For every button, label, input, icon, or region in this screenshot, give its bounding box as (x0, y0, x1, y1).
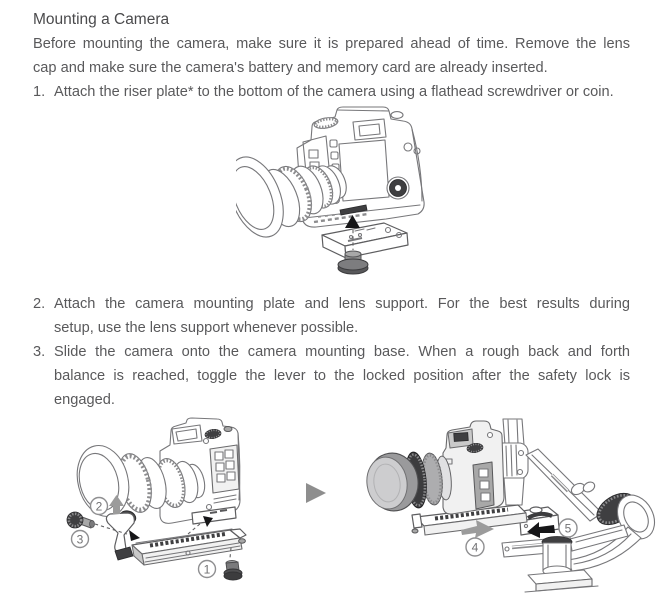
callout-3: 3 (70, 529, 90, 549)
slide-direction-arrow-icon (461, 520, 494, 538)
svg-text:5: 5 (565, 522, 572, 536)
thumb-screw (337, 250, 369, 275)
step-3-number: 3. (33, 344, 46, 360)
svg-text:3: 3 (77, 533, 84, 547)
riser-plate (321, 222, 409, 259)
step-3-text: Slide the camera onto the camera mountin… (54, 344, 630, 360)
knob-guide-dashes (94, 523, 128, 535)
figure-mounting-plate-lens-support: 2 3 1 (66, 417, 247, 581)
step-3: 3. Slide the camera onto the camera moun… (33, 340, 630, 412)
callout-2: 2 (89, 496, 109, 516)
up-arrow-icon (109, 495, 124, 514)
svg-text:4: 4 (472, 541, 479, 555)
gimbal-illustration (491, 418, 656, 593)
intro-paragraph: Before mounting the camera, make sure it… (33, 32, 630, 80)
camera-lens (366, 451, 452, 512)
camera-lens (76, 444, 206, 518)
step-1-number: 1. (33, 84, 46, 100)
camera-lens (236, 156, 347, 238)
steps-2-3: 2. Attach the camera mounting plate and … (33, 292, 630, 412)
step-2-text: Attach the camera mounting plate and len… (54, 296, 630, 312)
step-2: 2. Attach the camera mounting plate and … (33, 292, 630, 340)
step-3-text: balance is reached, toggle the lever to … (54, 368, 630, 384)
intro-line: cap and make sure the camera's battery a… (33, 60, 548, 76)
thumb-knob (66, 511, 95, 529)
lock-lever (526, 511, 553, 520)
step-3-text: engaged. (54, 392, 115, 408)
svg-text:2: 2 (96, 500, 103, 514)
intro-line: Before mounting the camera, make sure it… (33, 36, 630, 52)
camera-mounting-plate (411, 504, 528, 536)
callout-1: 1 (197, 559, 217, 579)
callout-5: 5 (558, 518, 578, 538)
step-2-number: 2. (33, 296, 46, 312)
plate-screw (223, 547, 243, 581)
page-title: Mounting a Camera (33, 11, 170, 28)
next-step-arrow-icon (306, 483, 326, 503)
figure-attach-riser-plate (236, 106, 425, 275)
callout-4: 4 (465, 537, 485, 557)
svg-text:1: 1 (204, 563, 211, 577)
slide-guide-arrow-icon (187, 516, 213, 535)
lens-support-bracket (105, 510, 137, 561)
step-2-text: setup, use the lens support whenever pos… (54, 320, 359, 336)
figure-slide-onto-gimbal: 4 5 (366, 418, 656, 593)
knob-arrow-icon (129, 530, 140, 541)
lock-position-arrow-icon (527, 522, 555, 538)
step-1: 1. Attach the riser plate* to the bottom… (33, 80, 630, 104)
camera-mounting-plate (131, 528, 247, 566)
step-1-text: Attach the riser plate* to the bottom of… (54, 84, 614, 100)
camera-illustration (442, 420, 505, 515)
